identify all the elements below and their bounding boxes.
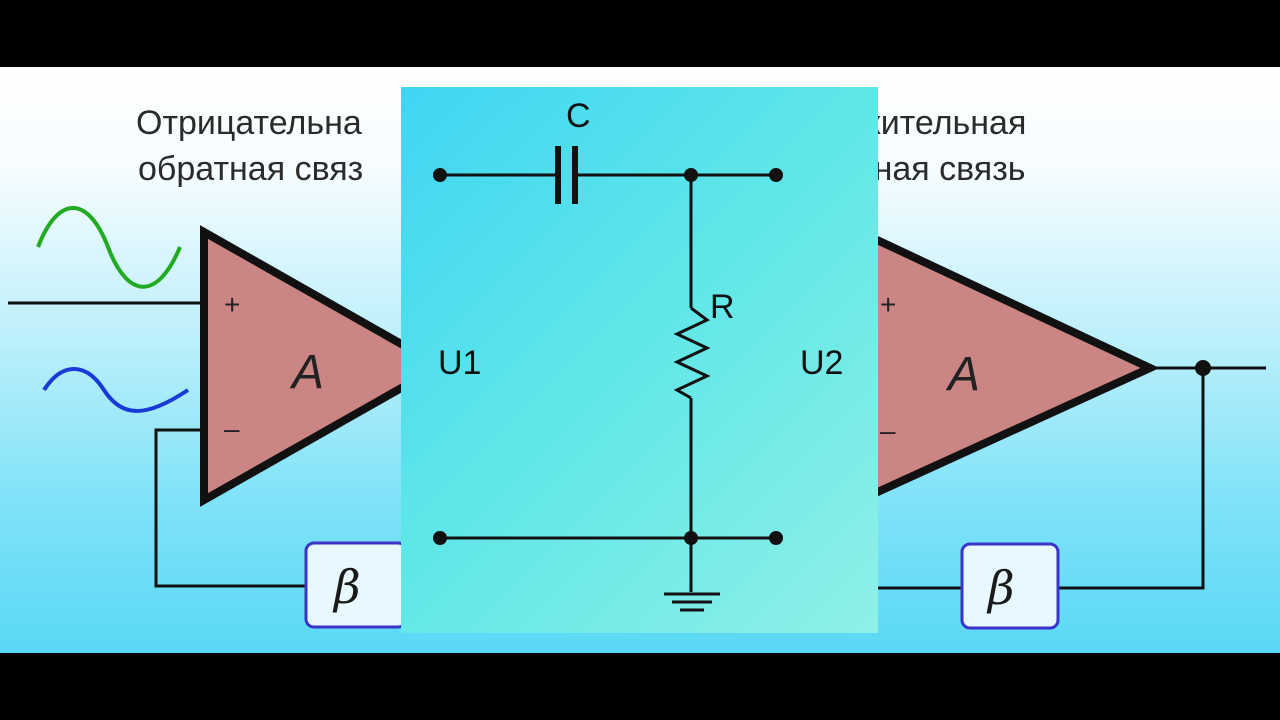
right-beta-block: [960, 542, 1060, 630]
green-sine-wave: [36, 206, 182, 289]
rc-circuit-panel: C R U1 U2: [401, 87, 878, 633]
left-plus-sign: +: [224, 289, 240, 320]
letterbox-bottom: [0, 653, 1280, 720]
resistor-zigzag: [673, 306, 711, 400]
resistor-label: R: [710, 288, 735, 326]
right-feedback-wire: [1056, 368, 1205, 590]
left-beta-label: β: [332, 560, 361, 614]
left-caption-line2: обратная связ: [138, 150, 363, 188]
right-plus-sign: +: [880, 289, 896, 320]
input-terminal-top: [433, 168, 447, 182]
right-caption-line2: тная связь: [858, 150, 1026, 188]
input-terminal-bottom: [433, 531, 447, 545]
capacitor-label: C: [566, 97, 591, 135]
ground-icon: [664, 592, 720, 612]
left-amplifier-label: A: [289, 346, 324, 399]
blue-sine-wave: [42, 367, 190, 413]
left-caption-line1: Отрицательна: [136, 104, 362, 142]
feedback-diagram: Отрицательна обратная связ жительная тна…: [8, 104, 1266, 630]
letterbox-top: [0, 0, 1280, 67]
junction-bottom: [684, 531, 698, 545]
output-terminal-top: [769, 168, 783, 182]
right-amplifier-triangle: [856, 225, 1160, 507]
output-terminal-bottom: [769, 531, 783, 545]
input-voltage-label: U1: [438, 344, 481, 382]
left-minus-sign: –: [224, 413, 240, 444]
junction-top: [684, 168, 698, 182]
right-beta-label: β: [986, 561, 1015, 615]
right-caption-line1: жительная: [858, 104, 1026, 142]
left-amplifier-triangle: [200, 225, 449, 507]
right-minus-sign: –: [880, 415, 896, 446]
left-feedback-wire: [154, 428, 306, 588]
output-voltage-label: U2: [800, 344, 843, 382]
rc-circuit-diagram: C R U1 U2: [433, 97, 843, 612]
right-amplifier-label: A: [945, 348, 980, 401]
